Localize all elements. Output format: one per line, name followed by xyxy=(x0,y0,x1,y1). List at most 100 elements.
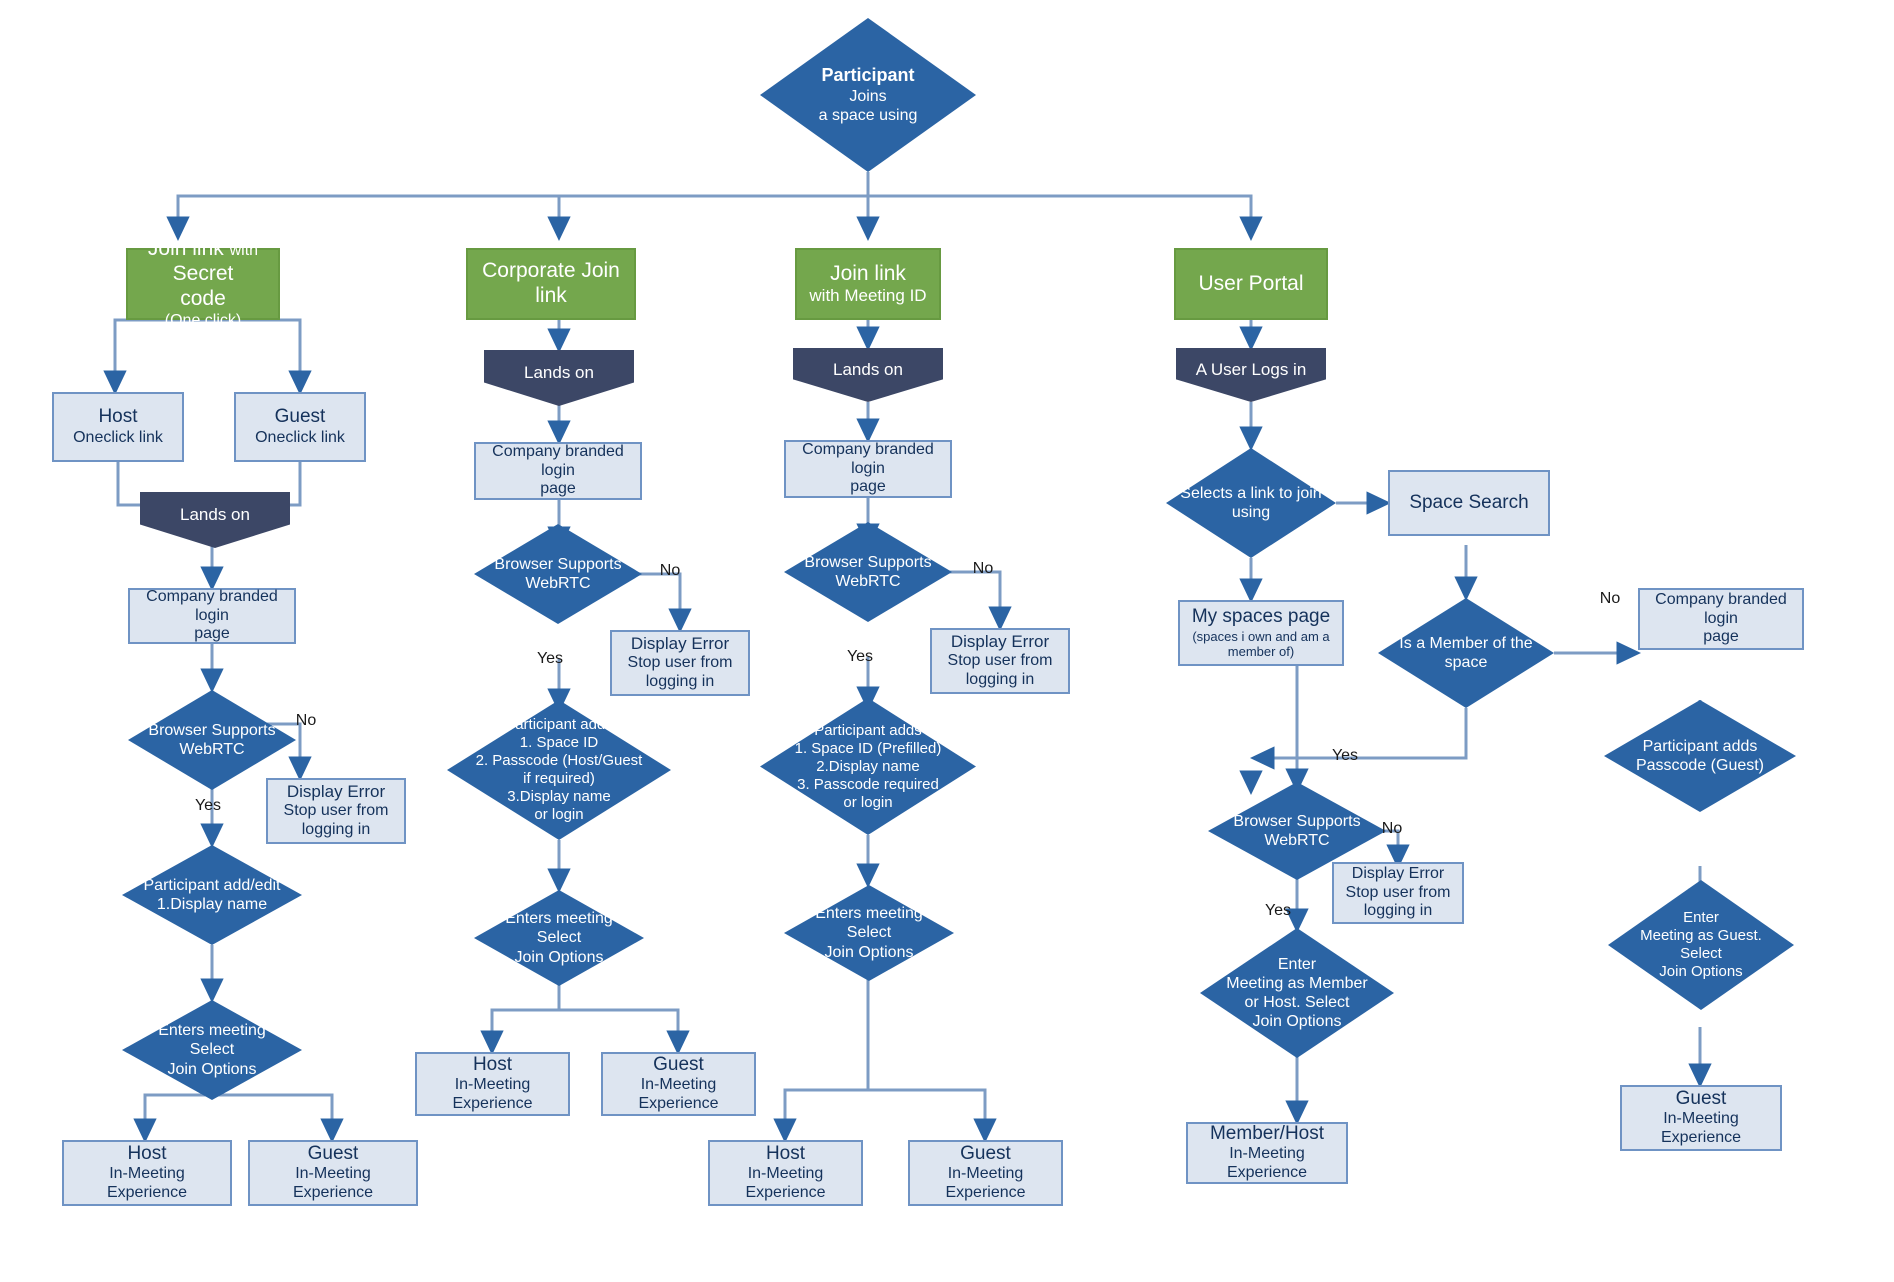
guest-adds-l2: Passcode (Guest) xyxy=(1635,757,1765,774)
portal-space-search[interactable]: Space Search xyxy=(1388,470,1550,536)
guest-exp-l2: In-Meeting Experience xyxy=(1660,1110,1742,1147)
portal-is-member-yes-label: Yes xyxy=(1331,747,1359,764)
branch-corporate-join-link[interactable]: Corporate Join link xyxy=(466,248,636,320)
secret-enters-l1: Enters meeting xyxy=(158,1022,266,1040)
portal-myspaces-l1: My spaces page xyxy=(1191,606,1331,628)
corporate-participant-adds[interactable]: Participant adds 1. Space ID 2. Passcode… xyxy=(447,700,671,840)
corporate-host-exp-l2: In-Meeting Experience xyxy=(452,1076,533,1113)
corporate-company-login-page[interactable]: Company branded login page xyxy=(474,442,642,500)
corporate-host-in-meeting-experience[interactable]: Host In-Meeting Experience xyxy=(415,1052,570,1116)
portal-is-member-no-label: No xyxy=(1599,590,1621,607)
guest-participant-adds-passcode[interactable]: Participant adds Passcode (Guest) xyxy=(1604,700,1796,812)
secret-enters-l2: Select xyxy=(189,1041,235,1059)
portal-error-l3: logging in xyxy=(1363,902,1433,920)
guest-login-l1: Company branded login xyxy=(1655,590,1787,627)
corporate-webrtc-l1: Browser Supports xyxy=(494,555,622,573)
meetingid-error-l2: Stop user from xyxy=(947,652,1053,670)
portal-selects-link-to-join[interactable]: Selects a link to join using xyxy=(1166,448,1336,558)
secret-participant-add-edit[interactable]: Participant add/edit 1.Display name xyxy=(122,845,302,945)
corporate-browser-supports-webrtc[interactable]: Browser Supports WebRTC xyxy=(474,524,642,624)
portal-space-search-label: Space Search xyxy=(1409,491,1529,513)
portal-is-member-l2: space xyxy=(1444,654,1488,671)
branch-portal-label: User Portal xyxy=(1198,271,1304,295)
secret-guest-exp-l1: Guest xyxy=(307,1142,359,1164)
portal-member-exp-l1: Member/Host xyxy=(1209,1122,1325,1144)
secret-host-oneclick-link[interactable]: Host Oneclick link xyxy=(52,392,184,462)
meetingid-browser-supports-webrtc[interactable]: Browser Supports WebRTC xyxy=(784,522,952,622)
portal-enter-l4: Join Options xyxy=(1252,1013,1342,1031)
secret-browser-supports-webrtc[interactable]: Browser Supports WebRTC xyxy=(128,690,296,790)
meetingid-enters-meeting[interactable]: Enters meeting Select Join Options xyxy=(784,885,954,981)
secret-display-error[interactable]: Display Error Stop user from logging in xyxy=(266,778,406,844)
branch-join-link-meeting-id[interactable]: Join link with Meeting ID xyxy=(795,248,941,320)
portal-error-l1: Display Error xyxy=(1351,864,1445,882)
corporate-guest-in-meeting-experience[interactable]: Guest In-Meeting Experience xyxy=(601,1052,756,1116)
secret-addedit-l2: 1.Display name xyxy=(156,896,268,913)
guest-in-meeting-experience[interactable]: Guest In-Meeting Experience xyxy=(1620,1085,1782,1151)
secret-login-l2: page xyxy=(194,625,230,643)
corporate-login-l1: Company branded login xyxy=(492,442,624,479)
branch-user-portal[interactable]: User Portal xyxy=(1174,248,1328,320)
guest-company-login-page[interactable]: Company branded login page xyxy=(1638,588,1804,650)
portal-is-member-l1: Is a Member of the xyxy=(1399,634,1533,652)
guest-link-title: Guest xyxy=(274,406,326,428)
meetingid-webrtc-l2: WebRTC xyxy=(835,573,901,590)
corporate-enters-l2: Select xyxy=(536,929,582,947)
portal-selects-l2: using xyxy=(1231,504,1271,521)
start-diamond-participant[interactable]: Participant Joins a space using xyxy=(760,18,976,172)
portal-member-host-in-meeting-experience[interactable]: Member/Host In-Meeting Experience xyxy=(1186,1122,1348,1184)
branch-secret-code[interactable]: Join link with Secret code (One click) xyxy=(126,237,280,329)
meetingid-adds-l5: or login xyxy=(843,793,893,811)
corporate-error-l3: logging in xyxy=(645,673,715,691)
meetingid-enters-l2: Select xyxy=(846,924,892,942)
secret-lands-on[interactable]: Lands on xyxy=(140,492,290,548)
corporate-lands-on[interactable]: Lands on xyxy=(484,350,634,406)
branch-secret-line3: (One click) xyxy=(164,311,242,329)
secret-guest-exp-l2: In-Meeting Experience xyxy=(292,1165,374,1202)
corporate-adds-l2: 1. Space ID xyxy=(519,734,599,751)
secret-guest-oneclick-link[interactable]: Guest Oneclick link xyxy=(234,392,366,462)
portal-enter-meeting-as-member-or-host[interactable]: Enter Meeting as Member or Host. Select … xyxy=(1200,928,1394,1058)
guest-enter-meeting-as-guest[interactable]: Enter Meeting as Guest. Select Join Opti… xyxy=(1608,880,1794,1010)
host-link-title: Host xyxy=(98,406,138,428)
portal-logs-in-label: A User Logs in xyxy=(1195,359,1307,379)
meetingid-host-exp-l2: In-Meeting Experience xyxy=(745,1165,826,1202)
meetingid-host-in-meeting-experience[interactable]: Host In-Meeting Experience xyxy=(708,1140,863,1206)
branch-secret-line2: code xyxy=(180,286,226,310)
corporate-login-l2: page xyxy=(540,480,576,498)
meetingid-company-login-page[interactable]: Company branded login page xyxy=(784,440,952,498)
portal-webrtc-no-label: No xyxy=(1381,820,1403,837)
meetingid-error-l3: logging in xyxy=(965,671,1035,689)
secret-error-l3: logging in xyxy=(301,821,371,839)
meetingid-adds-l2: 1. Space ID (Prefilled) xyxy=(794,739,942,757)
secret-webrtc-l1: Browser Supports xyxy=(148,721,276,739)
portal-a-user-logs-in[interactable]: A User Logs in xyxy=(1176,348,1326,402)
secret-host-exp-l2: In-Meeting Experience xyxy=(106,1165,188,1202)
guest-enter-l4: Join Options xyxy=(1659,963,1743,980)
start-line2: Joins xyxy=(849,87,887,105)
secret-webrtc-l2: WebRTC xyxy=(179,741,245,758)
meetingid-lands-on[interactable]: Lands on xyxy=(793,348,943,402)
secret-enters-meeting[interactable]: Enters meeting Select Join Options xyxy=(122,1000,302,1100)
corporate-display-error[interactable]: Display Error Stop user from logging in xyxy=(610,630,750,696)
guest-login-l2: page xyxy=(1703,628,1739,646)
secret-webrtc-no-label: No xyxy=(295,712,317,729)
secret-error-l1: Display Error xyxy=(286,782,386,802)
meetingid-display-error[interactable]: Display Error Stop user from logging in xyxy=(930,628,1070,694)
corporate-adds-l5: 3.Display name xyxy=(507,788,611,805)
portal-my-spaces-page[interactable]: My spaces page (spaces i own and am a me… xyxy=(1178,600,1344,666)
corporate-enters-meeting[interactable]: Enters meeting Select Join Options xyxy=(474,890,644,986)
meetingid-guest-in-meeting-experience[interactable]: Guest In-Meeting Experience xyxy=(908,1140,1063,1206)
corporate-webrtc-yes-label: Yes xyxy=(536,650,564,667)
corporate-error-l2: Stop user from xyxy=(627,654,733,672)
meetingid-participant-adds[interactable]: Participant adds 1. Space ID (Prefilled)… xyxy=(760,698,976,835)
portal-selects-l1: Selects a link to join xyxy=(1180,484,1322,502)
secret-host-in-meeting-experience[interactable]: Host In-Meeting Experience xyxy=(62,1140,232,1206)
meetingid-webrtc-no-label: No xyxy=(972,560,994,577)
secret-error-l2: Stop user from xyxy=(283,802,389,820)
secret-company-login-page[interactable]: Company branded login page xyxy=(128,588,296,644)
meetingid-host-exp-l1: Host xyxy=(765,1142,806,1164)
portal-display-error[interactable]: Display Error Stop user from logging in xyxy=(1332,862,1464,924)
portal-is-member-of-space[interactable]: Is a Member of the space xyxy=(1378,598,1554,708)
secret-guest-in-meeting-experience[interactable]: Guest In-Meeting Experience xyxy=(248,1140,418,1206)
